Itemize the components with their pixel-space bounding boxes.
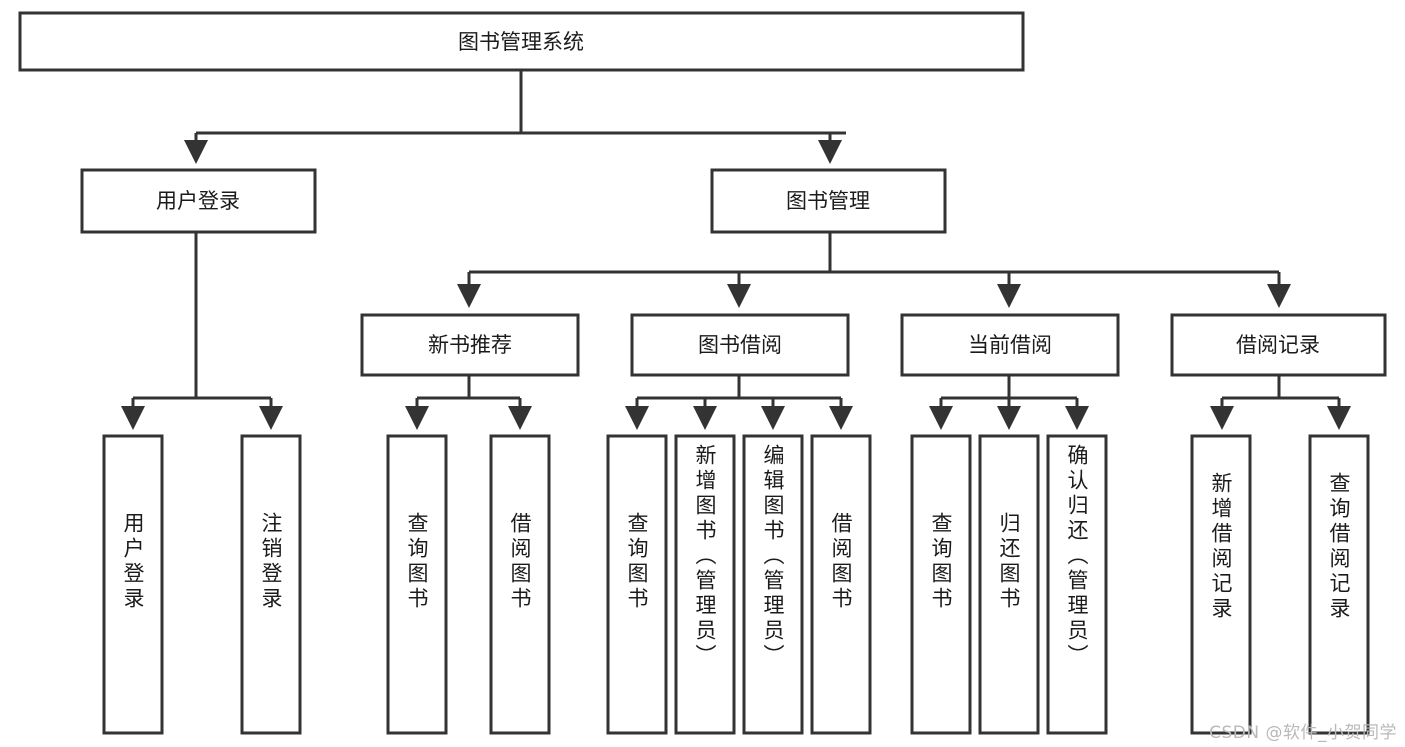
node-leaf-user-login[interactable]: 用户登录: [102, 434, 164, 735]
node-leaf-borrow-book[interactable]: 借阅图书: [810, 434, 872, 735]
node-leaf-rec-query-box[interactable]: [386, 434, 448, 735]
node-leaf-confirm-return[interactable]: 确认归还（管理员）: [1046, 434, 1108, 735]
node-leaf-logout[interactable]: 注销登录: [240, 434, 302, 735]
node-leaf-query-record-box[interactable]: [1308, 434, 1370, 735]
node-book-borrow-box[interactable]: [630, 313, 850, 377]
node-root[interactable]: 图书管理系统: [18, 11, 1025, 72]
node-leaf-rec-borrow-box[interactable]: [489, 434, 551, 735]
csdn-watermark: CSDN @软件_小贺同学: [1209, 723, 1397, 743]
node-leaf-borrow-query[interactable]: 查询图书: [606, 434, 668, 735]
node-leaf-cur-query-label: 查询图书: [929, 512, 953, 612]
node-leaf-confirm-return-label: 确认归还（管理员）: [1065, 444, 1089, 669]
node-leaf-borrow-query-label: 查询图书: [625, 512, 649, 612]
node-leaf-add-book[interactable]: 新增图书（管理员）: [674, 434, 736, 735]
node-new-book-rec-label: 新书推荐: [428, 333, 512, 357]
node-leaf-rec-borrow[interactable]: 借阅图书: [489, 434, 551, 735]
connectors-currentborrow-to-leaves: [929, 375, 1089, 430]
node-book-manage-box[interactable]: [710, 168, 947, 234]
node-user-login[interactable]: 用户登录: [80, 168, 317, 234]
node-leaf-borrow-book-box[interactable]: [810, 434, 872, 735]
node-new-book-rec-box[interactable]: [360, 313, 580, 377]
connectors-userlogin-to-leaves: [121, 232, 283, 430]
node-root-label: 图书管理系统: [458, 30, 584, 54]
node-book-borrow[interactable]: 图书借阅: [630, 313, 850, 377]
node-leaf-borrow-book-label: 借阅图书: [829, 512, 853, 612]
node-leaf-add-record-box[interactable]: [1190, 434, 1252, 735]
node-current-borrow-box[interactable]: [900, 313, 1120, 377]
node-leaf-query-record-label: 查询借阅记录: [1327, 472, 1351, 622]
node-leaf-add-record[interactable]: 新增借阅记录: [1190, 434, 1252, 735]
node-user-login-box[interactable]: [80, 168, 317, 234]
node-root-box[interactable]: [18, 11, 1025, 72]
node-leaf-return-book[interactable]: 归还图书: [978, 434, 1040, 735]
node-leaf-edit-book-box[interactable]: [742, 434, 804, 735]
connectors-bookmanage-to-level3: [457, 232, 1291, 308]
connectors-bookborrow-to-leaves: [625, 375, 853, 430]
node-borrow-record-box[interactable]: [1170, 313, 1387, 377]
connectors-newbookrec-to-leaves: [405, 375, 532, 430]
node-leaf-return-book-box[interactable]: [978, 434, 1040, 735]
node-leaf-edit-book-label: 编辑图书（管理员）: [761, 444, 785, 669]
node-leaf-return-book-label: 归还图书: [997, 512, 1021, 612]
connectors-borrowrecord-to-leaves: [1210, 375, 1351, 430]
node-leaf-logout-box[interactable]: [240, 434, 302, 735]
node-user-login-label: 用户登录: [156, 189, 240, 213]
node-leaf-borrow-query-box[interactable]: [606, 434, 668, 735]
node-leaf-user-login-box[interactable]: [102, 434, 164, 735]
node-leaf-add-book-box[interactable]: [674, 434, 736, 735]
node-leaf-confirm-return-box[interactable]: [1046, 434, 1108, 735]
node-current-borrow-label: 当前借阅: [968, 333, 1052, 357]
node-leaf-add-book-label: 新增图书（管理员）: [693, 444, 717, 669]
node-book-manage[interactable]: 图书管理: [710, 168, 947, 234]
node-leaf-rec-query[interactable]: 查询图书: [386, 434, 448, 735]
node-borrow-record-label: 借阅记录: [1236, 333, 1320, 357]
node-leaf-edit-book[interactable]: 编辑图书（管理员）: [742, 434, 804, 735]
node-leaf-cur-query[interactable]: 查询图书: [910, 434, 972, 735]
node-new-book-rec[interactable]: 新书推荐: [360, 313, 580, 377]
node-borrow-record[interactable]: 借阅记录: [1170, 313, 1387, 377]
node-leaf-cur-query-box[interactable]: [910, 434, 972, 735]
node-leaf-query-record[interactable]: 查询借阅记录: [1308, 434, 1370, 735]
node-book-manage-label: 图书管理: [786, 189, 870, 213]
node-current-borrow[interactable]: 当前借阅: [900, 313, 1120, 377]
node-book-borrow-label: 图书借阅: [698, 333, 782, 357]
node-leaf-add-record-label: 新增借阅记录: [1209, 472, 1233, 622]
node-leaf-user-login-label: 用户登录: [121, 512, 145, 612]
node-leaf-rec-query-label: 查询图书: [405, 512, 429, 612]
connectors-root-to-level2: [184, 70, 846, 164]
node-leaf-logout-label: 注销登录: [259, 512, 283, 612]
node-leaf-rec-borrow-label: 借阅图书: [508, 512, 532, 612]
